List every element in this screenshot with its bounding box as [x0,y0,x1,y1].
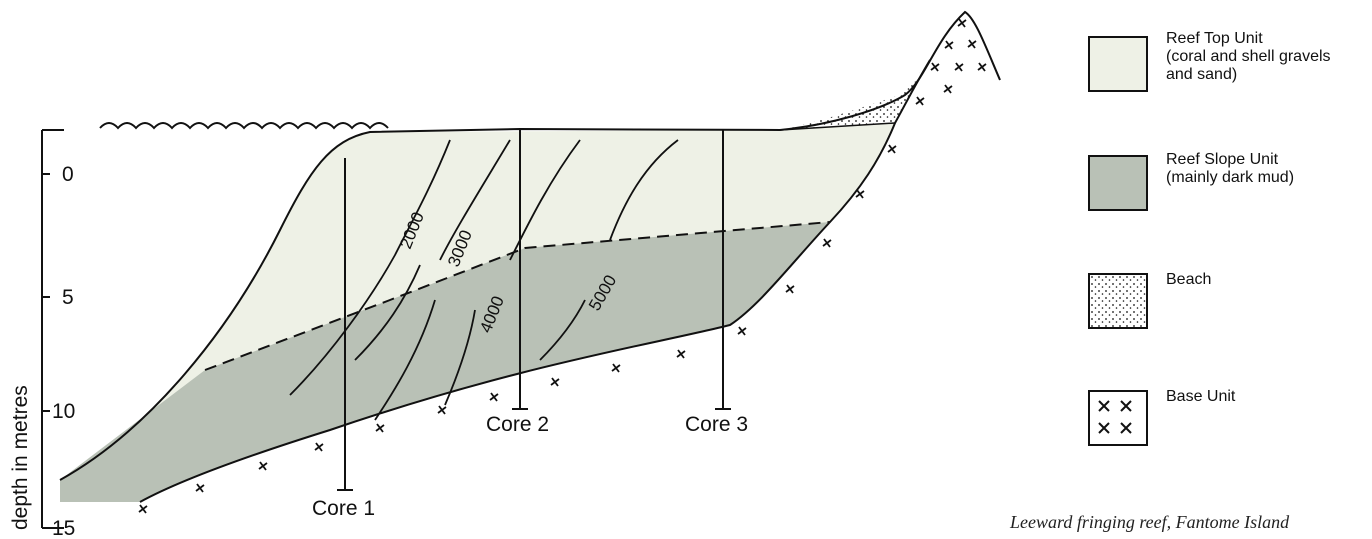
legend-swatch-reef-slope [1088,155,1148,211]
beach-base-line [779,122,896,131]
legend-label-base-unit: Base Unit [1166,388,1236,405]
figure-caption: Leeward fringing reef, Fantome Island [1010,512,1290,532]
contour-line [289,139,451,396]
legend-label-reef-slope: Reef Slope Unit (mainly dark mud) [1166,151,1295,186]
legend-swatch-beach [1088,273,1148,329]
contour-line [539,299,586,361]
depth-tick-label: 10 [52,400,75,423]
core-1-label: Core 1 [312,497,375,520]
base-unit-cross-pattern [1098,400,1132,434]
depth-tick-label: 0 [62,163,74,186]
beach-dots-pattern [1090,275,1146,327]
contour-line [439,139,511,261]
reef-slope-unit-region [60,222,830,502]
contour-line [609,139,679,241]
legend-swatch-base-unit [1088,390,1148,446]
contour-line [374,299,436,421]
base-unit-boundary [139,59,931,503]
water-surface [99,122,389,130]
contour-line [354,264,421,361]
legend-swatch-reef-top [1088,36,1148,92]
legend-label-beach: Beach [1166,271,1212,288]
depth-tick-label: 5 [62,286,74,309]
depth-axis-title: depth in metres [9,385,32,530]
core-2-label: Core 2 [486,413,549,436]
depth-tick-label: 15 [52,517,75,539]
beach-region [780,72,920,130]
legend-label-reef-top: Reef Top Unit (coral and shell gravels a… [1166,30,1331,83]
base-unit-marks [138,18,987,514]
contour-line [444,309,476,406]
unit-boundary-dashed [204,221,831,371]
core-3-label: Core 3 [685,413,748,436]
contour-line [509,139,581,261]
